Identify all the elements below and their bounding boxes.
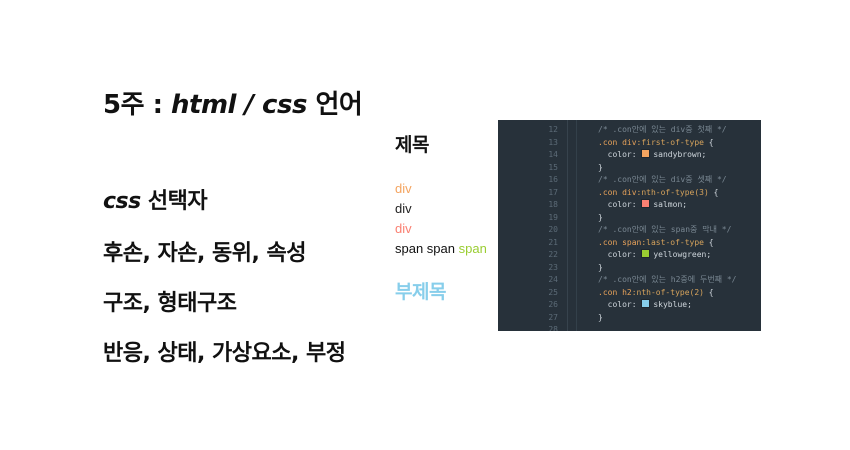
code-line: 15} [498,162,603,175]
line-number: 18 [548,200,558,209]
title-prefix: 5주 : [103,90,172,120]
code-line: 12 /* .con안에 있는 div중 첫째 */ [498,124,727,137]
line-number: 21 [548,237,558,247]
bullet-item: 후손, 자손, 동위, 속성 [103,238,345,288]
css-pseudo-class: :nth-of-type(2) [631,287,704,297]
bullet-text: 구조, 형태구조 [103,291,237,316]
css-property: color: [598,150,642,159]
title-italic: html / css [171,90,307,120]
span-plain: span span [395,241,459,256]
code-line: 27} [498,312,603,325]
code-brace: } [598,162,603,172]
bullet-text: 후손, 자손, 동위, 속성 [103,241,306,266]
color-swatch-icon [641,199,651,208]
code-comment: /* .con안에 있는 div중 셋째 */ [598,175,727,184]
code-comment: /* .con안에 있는 div중 첫째 */ [598,125,727,134]
line-number: 26 [548,300,558,309]
line-number: 19 [548,212,558,222]
css-property: color: [598,250,642,259]
code-line: 25 .con h2:nth-of-type(2) { [498,287,714,300]
line-number: 14 [548,150,558,159]
gutter-divider [567,120,568,331]
bullet-text: 선택자 [140,189,208,214]
preview-div-line: div [395,201,412,216]
code-line: 21 .con span:last-of-type { [498,237,714,250]
css-property: color: [598,300,642,309]
color-swatch-icon [641,249,651,258]
color-swatch-icon [641,299,651,308]
title-suffix: 언어 [306,90,363,120]
code-line: 24 /* .con안에 있는 h2중에 두번째 */ [498,274,737,287]
code-line: 18 color: salmon; [498,199,687,212]
line-number: 23 [548,262,558,272]
span-highlight: span [458,241,487,256]
line-number: 22 [548,250,558,259]
bullet-item: 반응, 상태, 가상요소, 부정 [103,338,346,388]
line-number: 24 [548,275,558,284]
code-line: 17 .con div:nth-of-type(3) { [498,187,718,200]
code-comment: /* .con안에 있는 span중 막내 */ [598,225,732,234]
bullet-italic: css [103,189,141,214]
code-brace: } [598,312,603,322]
preview-heading: 제목 [395,135,429,156]
css-property: color: [598,200,642,209]
code-line: 13 .con div:first-of-type { [498,137,714,150]
code-line: 23} [498,262,603,275]
preview-span-line: span span span [395,239,487,259]
code-line: 16 /* .con안에 있는 div중 셋째 */ [498,174,727,187]
css-value: sandybrown; [653,150,707,159]
code-comment: /* .con안에 있는 h2중에 두번째 */ [598,275,737,284]
preview-subheading: 부제목 [395,282,446,303]
line-number: 28 [548,325,558,331]
render-preview: 제목 div div div span span span 부제목 [395,130,487,304]
code-line: 26 color: skyblue; [498,299,692,312]
css-pseudo-class: :nth-of-type(3) [636,187,709,197]
bullet-item: css 선택자 [103,186,345,238]
css-value: yellowgreen; [653,250,712,259]
css-value: skyblue; [653,300,692,309]
code-brace: } [598,262,603,272]
css-selector: .con div [598,137,637,147]
code-line: 20 /* .con안에 있는 span중 막내 */ [498,224,731,237]
code-line: 14 color: sandybrown; [498,149,706,162]
bullet-text: 반응, 상태, 가상요소, 부정 [103,341,346,366]
preview-div-line: div [395,221,412,236]
preview-div-line: div [395,181,412,196]
bullet-item: 구조, 형태구조 [103,288,345,338]
code-brace: { [708,187,719,197]
indent-guide [576,120,577,331]
css-selector: .con div [598,187,637,197]
line-number: 15 [548,162,558,172]
css-value: salmon; [653,200,688,209]
color-swatch-icon [641,149,651,158]
code-brace: } [598,212,603,222]
bullet-list: css 선택자 후손, 자손, 동위, 속성 구조, 형태구조 반응, 상태, … [103,186,346,388]
line-number: 16 [548,175,558,184]
code-brace: { [703,237,714,247]
css-pseudo-class: :first-of-type [636,137,704,147]
code-brace: { [703,287,714,297]
line-number: 17 [548,187,558,197]
line-number: 25 [548,287,558,297]
line-number: 12 [548,125,558,134]
code-line: 19} [498,212,603,225]
code-brace: { [703,137,714,147]
css-pseudo-class: :last-of-type [641,237,704,247]
code-line: 22 color: yellowgreen; [498,249,711,262]
code-line: 28 [498,324,598,331]
line-number: 13 [548,137,558,147]
css-selector: .con span [598,237,642,247]
slide-title: 5주 : html / css 언어 [103,84,363,121]
line-number: 20 [548,225,558,234]
css-selector: .con h2 [598,287,632,297]
code-editor-panel: 12/* .con안에 있는 div중 첫째 */13.con div:firs… [498,120,761,331]
line-number: 27 [548,312,558,322]
